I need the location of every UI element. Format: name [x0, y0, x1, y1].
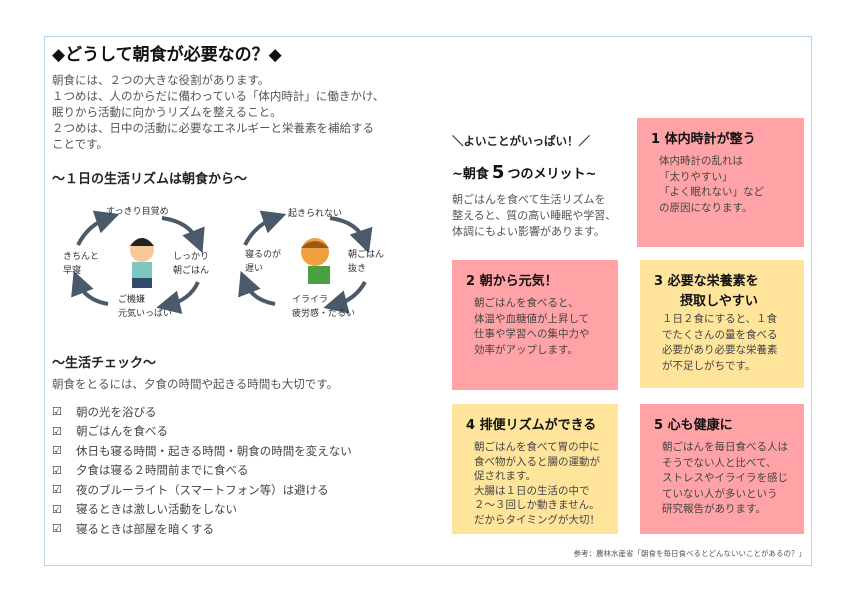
card-title: 3 必要な栄養素を 摂取しやすい [654, 274, 759, 309]
arrow [76, 210, 120, 246]
intro-text: 朝食には、２つの大きな役割があります。 １つめは、人のからだに備わっている「体内… [52, 73, 385, 151]
check-list: ☑ 朝の光を浴びる ☑ 朝ごはんを食べる ☑ 休日も寝る時間・起きる時間・朝食の時間を変え… [52, 402, 352, 539]
check-item-label: 休日も寝る時間・起きる時間・朝食の時間を変えない [76, 443, 352, 458]
checkbox-icon: ☑ [52, 483, 62, 497]
heading-post: つのメリット~ [507, 167, 597, 182]
card-title: 4 排便リズムができる [466, 418, 597, 433]
good-right: しっかり 朝ごはん [173, 252, 210, 276]
page-frame [44, 36, 812, 566]
merits-lead: 朝ごはんを食べて生活リズムを 整えると、質の高い睡眠や学習、 体調にもよい影響が… [452, 193, 617, 238]
check-item-label: 朝の光を浴びる [76, 404, 157, 419]
check-item-label: 寝るときは激しい活動をしない [76, 502, 237, 517]
good-left: きちんと 早寝 [63, 252, 100, 276]
merits-tagline: ＼よいことがいっぱい！／ [452, 134, 590, 148]
happy-child-illustration [130, 238, 154, 288]
card-body: 体内時計の乱れは 「太りやすい」 「よく眠れない」など の原因になります。 [659, 155, 764, 214]
check-item-label: 夜のブルーライト（スマートフォン等）は避ける [76, 482, 329, 497]
checkbox-icon: ☑ [52, 424, 62, 438]
check-item: ☑ 寝るときは部屋を暗くする [52, 519, 352, 539]
heading-num: 5 [491, 162, 505, 183]
card-title: 2 朝から元気！ [466, 274, 558, 289]
checkbox-icon: ☑ [52, 502, 62, 516]
good-bottom: ご機嫌 元気いっぱい [118, 295, 173, 319]
check-item: ☑ 休日も寝る時間・起きる時間・朝食の時間を変えない [52, 441, 352, 461]
cycle-arrows [71, 210, 373, 315]
checkbox-icon: ☑ [52, 405, 62, 419]
check-item: ☑ 寝るときは激しい活動をしない [52, 500, 352, 520]
check-item: ☑ 夜のブルーライト（スマートフォン等）は避ける [52, 480, 352, 500]
source-note: 参考：農林水産省「朝食を毎日食べるとどんないいことがあるの？」 [573, 549, 807, 558]
bad-top: 起きられない [288, 209, 343, 219]
check-item: ☑ 朝の光を浴びる [52, 402, 352, 422]
card-body: 朝ごはんを毎日食べる人は そうでない人と比べて、 ストレスやイライラを感じ てい… [662, 441, 788, 515]
card-title: 1 体内時計が整う [651, 132, 756, 147]
bad-right: 朝ごはん 抜き [348, 250, 385, 274]
bad-left: 寝るのが 遅い [245, 250, 282, 274]
check-item-label: 寝るときは部屋を暗くする [76, 521, 214, 536]
good-top: すっきり目覚め [106, 207, 169, 217]
check-heading: ～生活チェック～ [52, 356, 157, 371]
merit-card-3: 3 必要な栄養素を 摂取しやすい １日２食にすると、１食 でたくさんの量を食べる … [640, 260, 804, 388]
card-body: １日２食にすると、１食 でたくさんの量を食べる 必要があり必要な栄養素 が不足し… [662, 313, 778, 372]
merit-card-2: 2 朝から元気！ 朝ごはんを食べると、 体温や血糖値が上昇して 仕事や学習への集中… [452, 260, 618, 390]
checkbox-icon: ☑ [52, 444, 62, 458]
bad-bottom: イライラ 疲労感・だるい [292, 295, 356, 319]
card-body: 朝ごはんを食べると、 体温や血糖値が上昇して 仕事や学習への集中力や 効率がアッ… [474, 297, 590, 356]
page-title: ◆どうして朝食が必要なの？◆ [52, 45, 282, 65]
check-item: ☑ 夕食は寝る２時間前までに食べる [52, 461, 352, 481]
check-item: ☑ 朝ごはんを食べる [52, 422, 352, 442]
checkbox-icon: ☑ [52, 522, 62, 536]
card-body: 朝ごはんを食べて胃の中に 食べ物が入ると腸の運動が 促されます。 大腸は１日の生… [474, 441, 600, 526]
checkbox-icon: ☑ [52, 463, 62, 477]
check-lead: 朝食をとるには、夕食の時間や起きる時間も大切です。 [52, 377, 339, 391]
heading-pre: ~朝食 [452, 167, 489, 182]
tired-child-illustration [301, 238, 330, 284]
rhythm-heading: ～１日の生活リズムは朝食から～ [52, 172, 248, 187]
check-item-label: 夕食は寝る２時間前までに食べる [76, 463, 249, 478]
merit-card-4: 4 排便リズムができる朝ごはんを食べて胃の中に 食べ物が入ると腸の運動が 促され… [452, 404, 618, 534]
check-item-label: 朝ごはんを食べる [76, 424, 168, 439]
merit-card-1: 1 体内時計が整う体内時計の乱れは 「太りやすい」 「よく眠れない」など の原因… [637, 118, 804, 247]
card-title: 5 心も健康に [654, 418, 733, 433]
merit-card-5: 5 心も健康に朝ごはんを毎日食べる人は そうでない人と比べて、 ストレスやイライ… [640, 404, 804, 534]
